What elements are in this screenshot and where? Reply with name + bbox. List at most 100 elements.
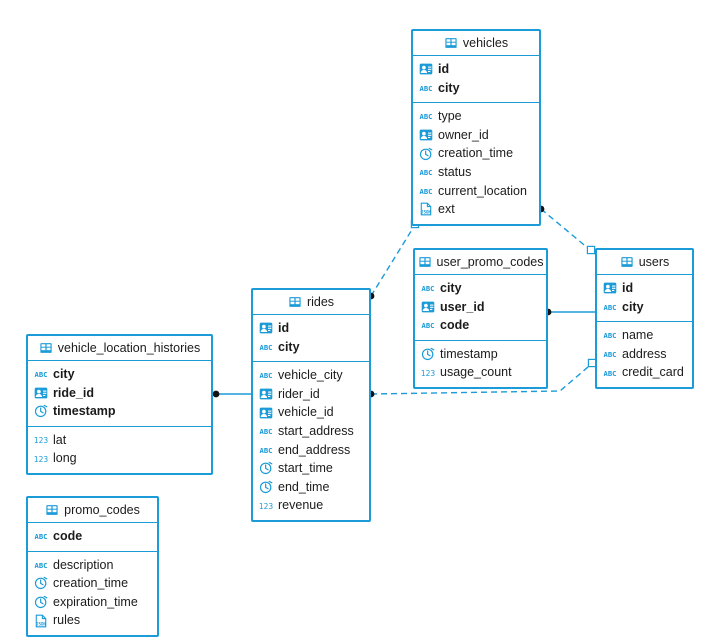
abc-text-icon: ABC (419, 184, 433, 198)
column-row-id[interactable]: id (597, 279, 692, 298)
column-name-label: code (440, 318, 470, 333)
table-header-vehicle_location_histories[interactable]: vehicle_location_histories (28, 336, 211, 361)
column-name-label: start_address (278, 424, 354, 439)
table-grid-icon (620, 256, 634, 268)
clock-icon (419, 147, 433, 161)
column-row-user_id[interactable]: user_id (415, 298, 546, 317)
id-card-icon (603, 281, 617, 295)
relationship-rel-vehicles-users[interactable] (537, 205, 596, 255)
column-row-timestamp[interactable]: timestamp (415, 345, 546, 364)
clock-icon (259, 461, 273, 475)
column-name-label: vehicle_id (278, 405, 334, 420)
column-row-rider_id[interactable]: rider_id (253, 385, 369, 404)
column-row-start_time[interactable]: start_time (253, 459, 369, 478)
json-file-icon: JSON (419, 202, 433, 216)
column-row-owner_id[interactable]: owner_id (413, 126, 539, 145)
abc-text-icon: ABC (259, 368, 273, 382)
table-grid-icon (444, 37, 458, 49)
svg-text:ABC: ABC (260, 446, 273, 455)
abc-text-icon: ABC (34, 367, 48, 381)
column-name-label: expiration_time (53, 594, 138, 609)
column-name-label: start_time (278, 461, 333, 476)
column-name-label: revenue (278, 498, 324, 513)
column-row-end_time[interactable]: end_time (253, 478, 369, 497)
table-header-rides[interactable]: rides (253, 290, 369, 315)
123-number-icon: 123 (421, 366, 435, 380)
column-row-code[interactable]: ABC code (28, 527, 157, 546)
table-grid-icon (39, 342, 53, 354)
column-row-creation_time[interactable]: creation_time (28, 574, 157, 593)
relationship-rel-userpromo-users[interactable] (544, 308, 595, 316)
123-number-icon: 123 (34, 452, 48, 466)
id-card-icon (259, 406, 273, 420)
123-number-icon: 123 (34, 433, 48, 447)
svg-text:123: 123 (421, 368, 435, 377)
column-row-ride_id[interactable]: ride_id (28, 384, 211, 403)
table-header-users[interactable]: users (597, 250, 692, 275)
svg-text:ABC: ABC (420, 168, 433, 177)
column-name-label: id (438, 62, 450, 77)
id-card-icon (34, 386, 48, 400)
abc-text-icon: ABC (259, 340, 273, 354)
id-card-icon (419, 128, 433, 142)
relationship-rel-vlh-rides[interactable] (212, 390, 251, 398)
svg-text:JSON: JSON (36, 621, 46, 626)
abc-text-icon: ABC (259, 443, 273, 457)
svg-text:ABC: ABC (35, 532, 48, 541)
column-name-label: name (622, 328, 654, 343)
column-name-label: ext (438, 202, 455, 217)
column-row-ext[interactable]: JSON ext (413, 200, 539, 219)
clock-icon (34, 576, 48, 590)
column-name-label: user_id (440, 299, 485, 314)
column-row-id[interactable]: id (413, 60, 539, 79)
column-name-label: lat (53, 432, 67, 447)
clock-icon (421, 347, 435, 361)
column-row-expiration_time[interactable]: expiration_time (28, 593, 157, 612)
table-name-label: promo_codes (64, 502, 140, 517)
column-row-id[interactable]: id (253, 319, 369, 338)
column-row-lat[interactable]: 123 lat (28, 431, 211, 450)
column-row-timestamp[interactable]: timestamp (28, 402, 211, 421)
relationship-rel-vehicles-rides[interactable] (367, 219, 420, 300)
table-header-vehicles[interactable]: vehicles (413, 31, 539, 56)
column-row-creation_time[interactable]: creation_time (413, 144, 539, 163)
svg-text:ABC: ABC (422, 284, 435, 293)
abc-text-icon: ABC (421, 281, 435, 295)
table-header-promo_codes[interactable]: promo_codes (28, 498, 157, 523)
table-header-user_promo_codes[interactable]: user_promo_codes (415, 250, 546, 275)
column-name-label: code (53, 529, 83, 544)
column-row-vehicle_id[interactable]: vehicle_id (253, 403, 369, 422)
